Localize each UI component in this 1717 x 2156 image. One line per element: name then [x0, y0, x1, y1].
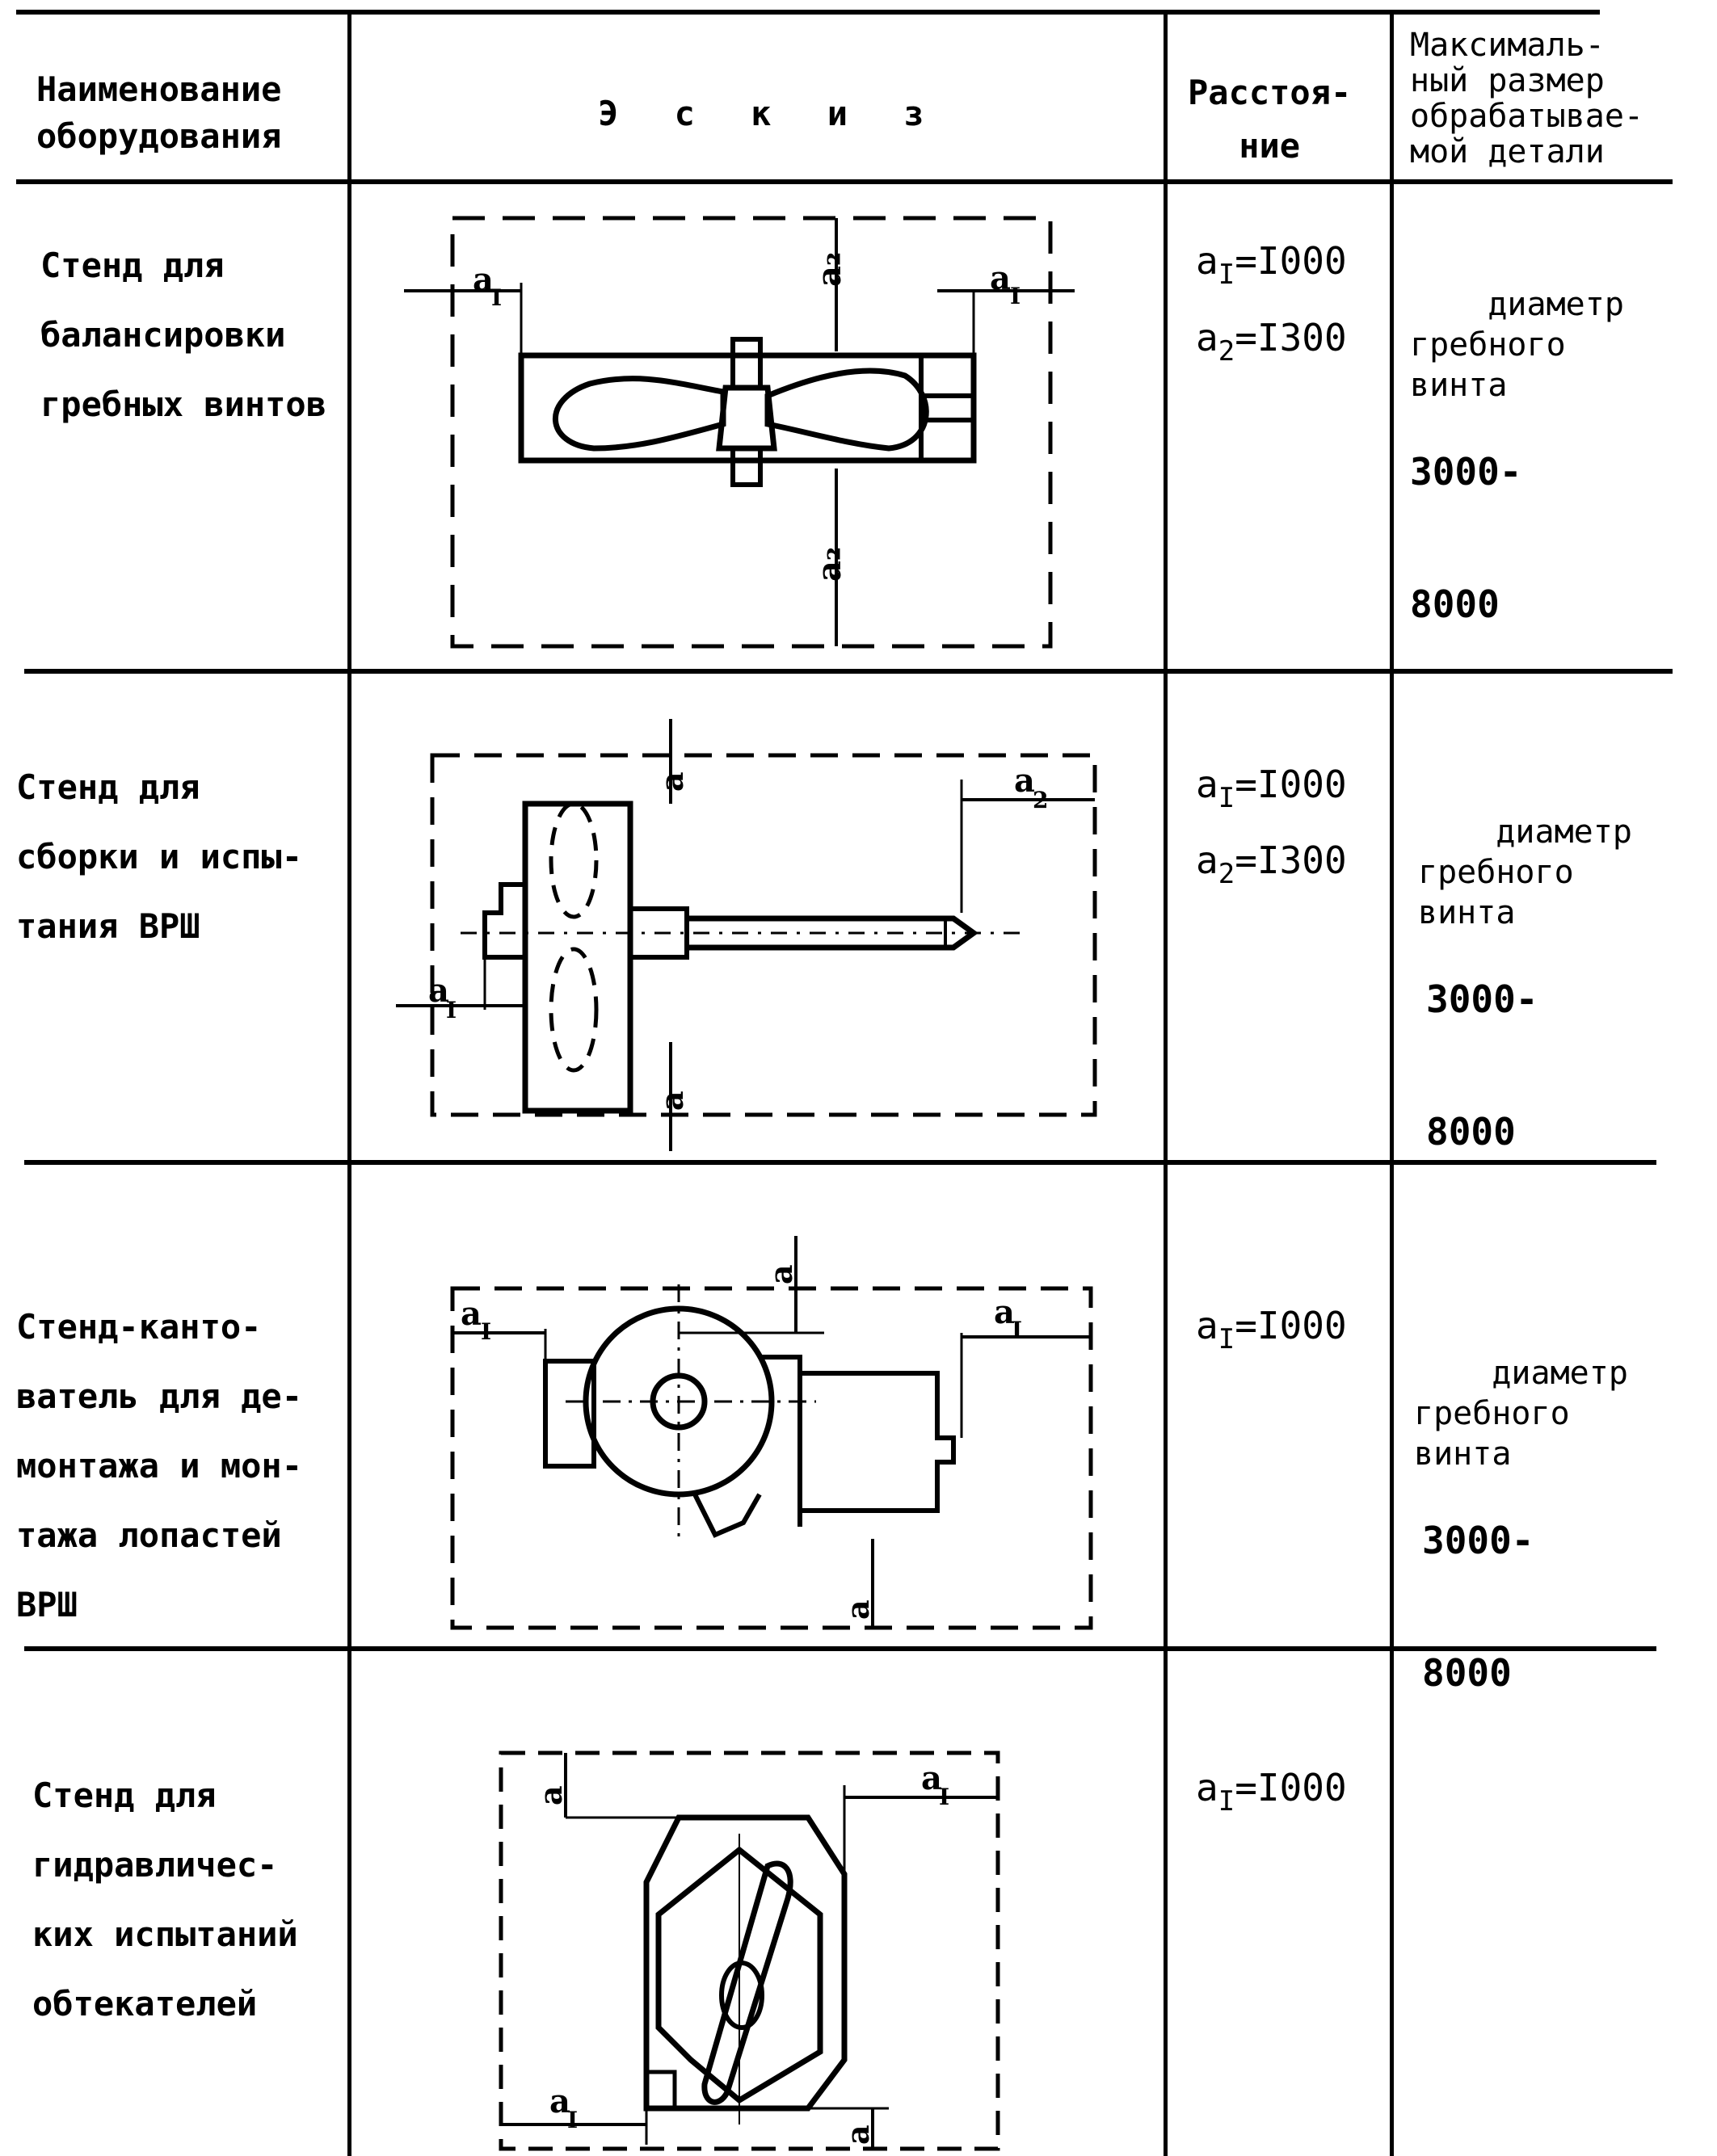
svg-text:I: I [567, 2107, 578, 2133]
cpp-assembly-test-stand-sketch-icon: a 2 a I a a [396, 719, 1097, 1151]
row-divider [24, 1646, 1656, 1651]
clearance-boundary [430, 753, 1097, 1117]
max-size-to: 8000 [1422, 1651, 1512, 1695]
rotary-disc [583, 1305, 775, 1498]
max-size-description: диаметр гребного винта [1418, 813, 1632, 931]
dimension-label-a1: a [840, 2124, 876, 2145]
svg-text:2: 2 [1033, 787, 1048, 813]
stand-frame [522, 801, 633, 1114]
propeller-blade-bottom [549, 947, 599, 1073]
distance-a1: aI=I000 [1196, 239, 1347, 291]
header-sketch: Э с к и з [598, 94, 942, 133]
row-divider [24, 669, 1673, 674]
fairing-outline [643, 1814, 848, 2112]
row-divider [24, 1160, 1656, 1165]
dimension-label-a1: a [921, 1759, 942, 1797]
dimension-label-a1: a [654, 771, 690, 792]
dimension-label-a1: a [473, 261, 494, 299]
propeller-blade-left [553, 376, 726, 452]
dimension-label-a1: a [532, 1785, 569, 1805]
svg-text:I: I [446, 997, 457, 1023]
propeller-balancing-stand-sketch-icon: a I a I a₂ a₂ [404, 216, 1075, 649]
dimension-label-a1: a [428, 972, 449, 1010]
max-size-from: 3000- [1426, 977, 1538, 1021]
max-part-size: диаметр гребного винта 3000- 8000 [1410, 244, 1624, 711]
dimension-label-a1: a [840, 1599, 876, 1620]
header-equipment-name: Наименование оборудования [36, 69, 282, 156]
dimension-label-a1: a [549, 2082, 570, 2120]
distance-a1: aI=I000 [1196, 763, 1347, 814]
equipment-name: Стенд для балансировки гребных винтов [40, 246, 327, 424]
blade-tilting-stand-sketch-icon: a I a I a a [450, 1236, 1093, 1630]
fairing-hexagon [655, 1846, 823, 2104]
max-part-size: диаметр гребного винта 3000- 8000 [1418, 771, 1632, 1238]
clearance-boundary [450, 216, 1053, 649]
dimension-label-a2: a [1014, 762, 1035, 800]
table-top-rule [16, 10, 1600, 15]
column-divider [347, 10, 351, 2156]
clearance-boundary [499, 1750, 1000, 2151]
blade-slot [701, 1860, 793, 2105]
column-divider [1390, 10, 1394, 2156]
distance-a1: aI=I000 [1196, 1766, 1347, 1818]
header-distance: Расстоя- ние [1188, 73, 1352, 166]
header-bottom-rule [16, 179, 1673, 184]
max-part-size: диаметр гребного винта 3000- 8000 [1414, 1313, 1628, 1780]
dimension-label-a2: a₂ [810, 252, 848, 287]
max-size-description: диаметр гребного винта [1410, 286, 1624, 404]
equipment-name: Стенд-канто- ватель для де- монтажа и мо… [16, 1307, 303, 1624]
dimension-label-a1: a [994, 1293, 1015, 1331]
max-size-from: 3000- [1410, 450, 1522, 494]
svg-text:I: I [1010, 283, 1021, 309]
equipment-name: Стенд для сборки и испы- тания ВРШ [16, 767, 303, 946]
equipment-name: Стенд для гидравличес- ких испытаний обт… [32, 1776, 298, 2024]
max-size-to: 8000 [1426, 1110, 1516, 1154]
svg-text:I: I [491, 284, 502, 311]
dimension-label-a1: a [654, 1091, 690, 1111]
fairing-hydraulic-test-stand-sketch-icon: a I a I a a [499, 1750, 1000, 2151]
dimension-label-a2: a₂ [810, 547, 848, 582]
svg-text:I: I [481, 1318, 491, 1345]
distance-a1: aI=I000 [1196, 1304, 1347, 1355]
dimension-label-a1: a [763, 1264, 799, 1284]
stand-frame [518, 352, 977, 464]
column-divider [1164, 10, 1168, 2156]
dimension-label-a1: a [461, 1295, 482, 1333]
distance-a2: a2=I300 [1196, 838, 1347, 890]
dimension-label-a1: a [990, 259, 1011, 297]
distance-a2: a2=I300 [1196, 316, 1347, 368]
header-max-part-size: Максималь- ный размер обрабатывае- мой д… [1410, 27, 1643, 170]
max-size-from: 3000- [1422, 1519, 1534, 1562]
svg-text:I: I [1012, 1317, 1022, 1343]
max-size-description: диаметр гребного винта [1414, 1355, 1628, 1473]
clearance-boundary [450, 1286, 1093, 1630]
propeller-blade-top [549, 801, 599, 919]
svg-text:I: I [939, 1784, 949, 1810]
max-size-to: 8000 [1410, 582, 1500, 626]
propeller-blade-right [764, 368, 929, 452]
